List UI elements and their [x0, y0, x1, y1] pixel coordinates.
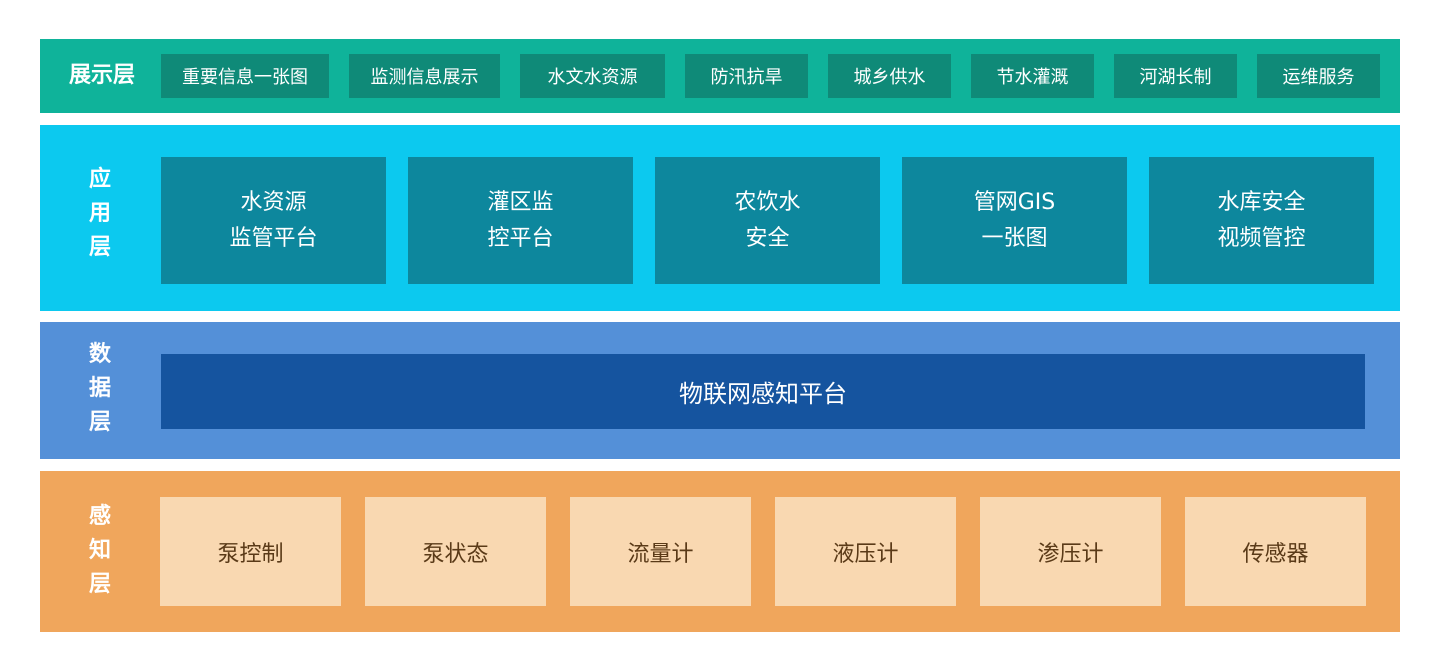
app-line1: 农饮水: [734, 189, 801, 215]
data-layer-label-char: 层: [88, 410, 111, 435]
presentation-item-flood-drought[interactable]: 防汛抗旱: [685, 54, 808, 98]
app-line1: 水资源: [240, 189, 307, 215]
presentation-layer-label: 展示层: [68, 63, 135, 88]
data-layer-label: 数 据 层: [80, 338, 120, 440]
presentation-item-hydrology[interactable]: 水文水资源: [520, 54, 665, 98]
application-layer-label: 应 用 层: [80, 163, 120, 265]
app-rural-drinking-water-safety[interactable]: 农饮水 安全: [655, 157, 880, 284]
application-layer: 应 用 层 水资源 监管平台 灌区监 控平台 农饮水 安全 管网GIS 一张图 …: [40, 125, 1400, 311]
perception-item-pump-status[interactable]: 泵状态: [365, 497, 546, 606]
app-line1: 管网GIS: [973, 189, 1056, 215]
app-line1: 灌区监: [487, 189, 554, 215]
app-pipe-network-gis-map[interactable]: 管网GIS 一张图: [902, 157, 1127, 284]
presentation-layer: 展示层 重要信息一张图 监测信息展示 水文水资源 防汛抗旱 城乡供水 节水灌溉 …: [40, 39, 1400, 113]
perception-layer-label: 感 知 层: [80, 500, 120, 602]
perception-item-seepage-gauge[interactable]: 渗压计: [980, 497, 1161, 606]
iot-sensing-platform[interactable]: 物联网感知平台: [161, 354, 1365, 429]
presentation-item-monitoring-display[interactable]: 监测信息展示: [349, 54, 500, 98]
app-line2: 控平台: [487, 225, 554, 251]
perception-layer-label-char: 知: [88, 538, 111, 563]
app-line2: 安全: [745, 225, 790, 251]
presentation-item-key-info-map[interactable]: 重要信息一张图: [161, 54, 329, 98]
app-line1: 水库安全: [1217, 189, 1306, 215]
perception-item-pump-control[interactable]: 泵控制: [160, 497, 341, 606]
application-layer-label-char: 用: [88, 201, 111, 226]
perception-layer-label-char: 感: [88, 504, 111, 529]
presentation-item-irrigation[interactable]: 节水灌溉: [971, 54, 1094, 98]
perception-item-flow-meter[interactable]: 流量计: [570, 497, 751, 606]
app-line2: 视频管控: [1217, 225, 1306, 251]
presentation-item-operations[interactable]: 运维服务: [1257, 54, 1380, 98]
app-line2: 监管平台: [229, 225, 318, 251]
perception-item-sensor[interactable]: 传感器: [1185, 497, 1366, 606]
data-layer-label-char: 据: [88, 376, 111, 401]
presentation-item-river-chief[interactable]: 河湖长制: [1114, 54, 1237, 98]
application-layer-label-char: 应: [88, 167, 111, 192]
app-line2: 一张图: [981, 225, 1048, 251]
presentation-item-water-supply[interactable]: 城乡供水: [828, 54, 951, 98]
perception-layer-label-char: 层: [88, 572, 111, 597]
perception-layer: 感 知 层 泵控制 泵状态 流量计 液压计 渗压计 传感器: [40, 471, 1400, 632]
app-reservoir-video-control[interactable]: 水库安全 视频管控: [1149, 157, 1374, 284]
perception-item-hydraulic-gauge[interactable]: 液压计: [775, 497, 956, 606]
data-layer-label-char: 数: [88, 342, 111, 367]
app-water-resources-platform[interactable]: 水资源 监管平台: [161, 157, 386, 284]
app-irrigation-monitoring-platform[interactable]: 灌区监 控平台: [408, 157, 633, 284]
data-layer: 数 据 层 物联网感知平台: [40, 322, 1400, 459]
application-layer-label-char: 层: [88, 235, 111, 260]
